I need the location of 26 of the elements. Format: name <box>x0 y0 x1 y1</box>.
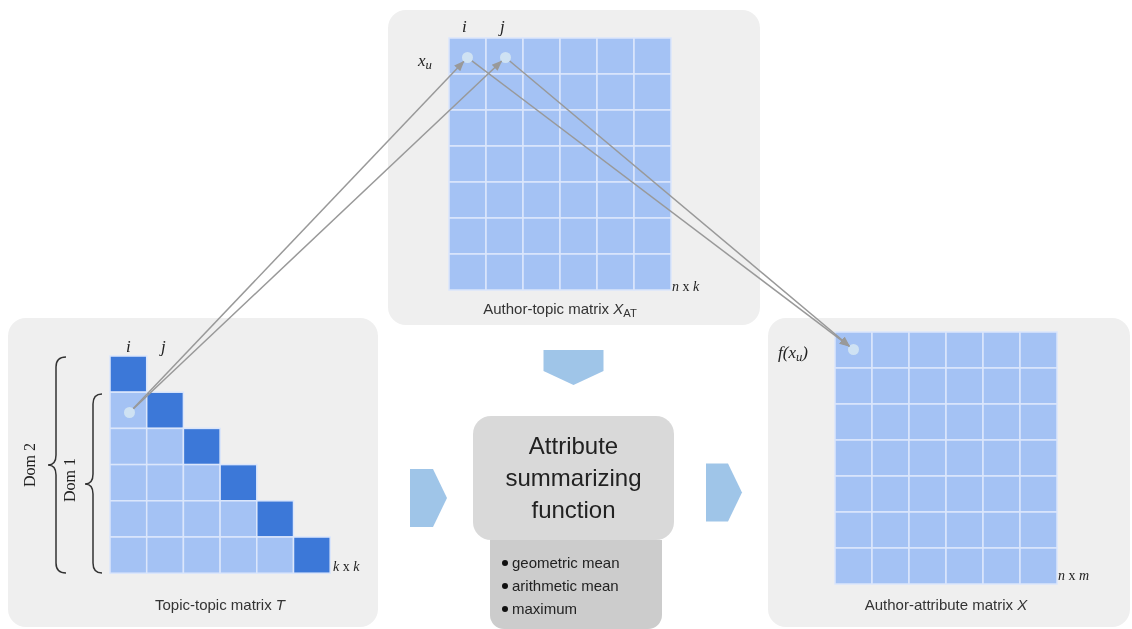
matrix-panel <box>388 10 760 325</box>
chevron-arrow <box>706 463 742 522</box>
axis-label: Dom 2 <box>20 443 39 487</box>
matrix-panel <box>768 318 1130 627</box>
column-label: i <box>126 336 131 358</box>
list-item-text: geometric mean <box>512 553 620 573</box>
column-label: i <box>462 16 467 38</box>
dimension-label: n x k <box>672 278 700 296</box>
chevron-arrow <box>410 469 447 527</box>
list-item-text: arithmetic mean <box>512 576 619 596</box>
matrix-title: Author-topic matrix X$_{AT}$ <box>482 299 638 321</box>
process-title: Attribute summarizing function <box>504 431 643 525</box>
method-list-box <box>490 540 662 629</box>
axis-label: Dom 1 <box>60 458 79 502</box>
process-box <box>473 416 674 540</box>
matrix-title: Author-attribute matrix X <box>863 595 1029 615</box>
matrix-panel <box>8 318 378 627</box>
column-label: j <box>500 16 505 38</box>
row-label: x$_{u}$ <box>418 50 432 74</box>
chevron-arrow <box>543 350 604 385</box>
column-label: j <box>161 336 166 358</box>
dimension-label: k x k <box>333 558 360 576</box>
list-item-text: maximum <box>512 599 577 619</box>
dimension-label: n x m <box>1058 567 1090 585</box>
matrix-title: Topic-topic matrix T <box>153 595 287 615</box>
cell-label: f(x$_{u}$) <box>778 342 808 366</box>
